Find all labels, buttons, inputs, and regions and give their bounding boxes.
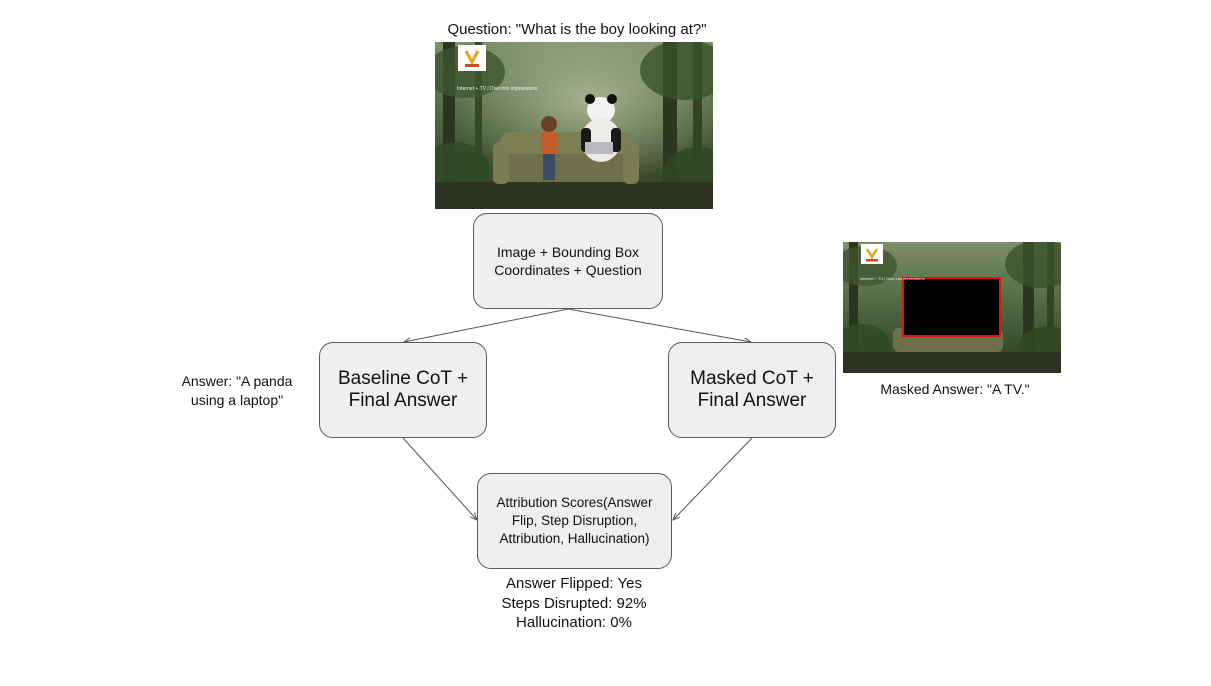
arrow-input-to-masked (567, 308, 751, 342)
masked-ad-tagline: Internet + TV | Dive into impressions (860, 276, 925, 281)
input-box-label: Image + Bounding Box Coordinates + Quest… (494, 244, 642, 278)
arrow-masked-to-attribution (673, 437, 753, 520)
top-image: Internet + TV | Dive into impressions (435, 42, 713, 209)
masked-box-label: Masked CoT + Final Answer (690, 368, 814, 411)
result-hallucination: Hallucination: 0% (516, 614, 632, 631)
baseline-box: Baseline CoT + Final Answer (319, 342, 487, 438)
masked-image: Internet + TV | Dive into impressions (843, 242, 1061, 373)
arrow-input-to-baseline (404, 308, 569, 342)
masked-answer: Masked Answer: "A TV." (880, 381, 1030, 397)
question-caption: Question: "What is the boy looking at?" (447, 21, 707, 38)
result-steps-disrupted: Steps Disrupted: 92% (501, 594, 647, 612)
jungle-panda-photo-icon (435, 42, 713, 209)
results-block: Answer Flipped: Yes Steps Disrupted: 92%… (474, 574, 674, 633)
masked-jungle-photo-icon (843, 242, 1061, 373)
result-answer-flipped: Answer Flipped: Yes (506, 575, 642, 592)
baseline-answer: Answer: "A panda using a laptop" (181, 373, 293, 408)
attribution-box-label: Attribution Scores(Answer Flip, Step Dis… (496, 495, 653, 546)
attribution-box: Attribution Scores(Answer Flip, Step Dis… (477, 473, 672, 569)
baseline-box-label: Baseline CoT + Final Answer (337, 368, 469, 411)
arrow-baseline-to-attribution (402, 437, 477, 520)
input-box: Image + Bounding Box Coordinates + Quest… (473, 213, 663, 309)
ad-tagline: Internet + TV | Dive into impressions (457, 86, 538, 92)
mask-rectangle (902, 277, 1001, 337)
masked-box: Masked CoT + Final Answer (668, 342, 836, 438)
